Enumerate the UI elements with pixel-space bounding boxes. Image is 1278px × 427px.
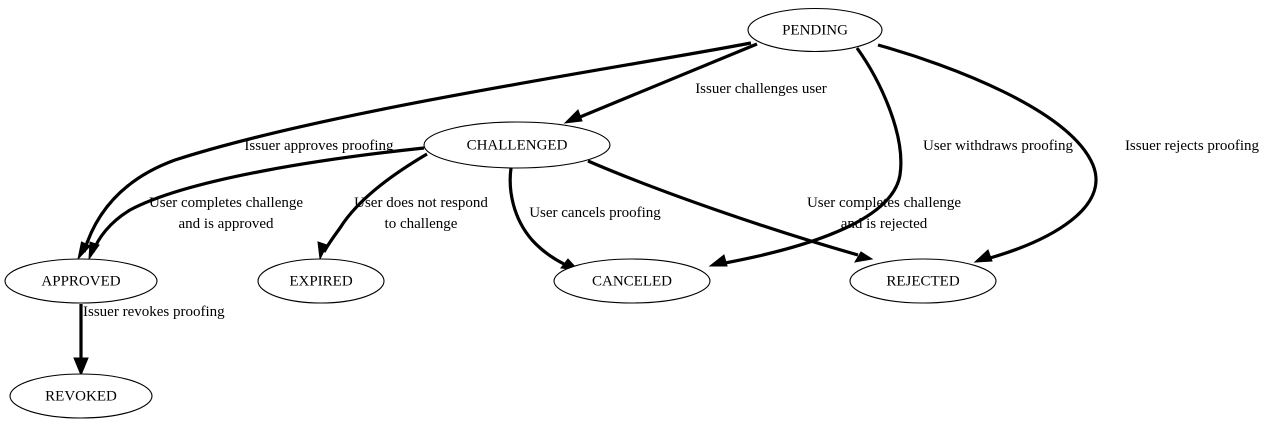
- node-challenged-ellipse: [423, 121, 611, 169]
- edge-label-issuer-revokes-proofing: Issuer revokes proofing: [83, 304, 225, 320]
- edge-pending-canceled[interactable]: User withdraws proofing: [708, 47, 1073, 267]
- edge-challenged-expired-arrowhead: [317, 241, 328, 261]
- edge-label-user-does-not-respond-line1: User does not respond: [354, 195, 488, 211]
- edge-pending-approved-arrowhead: [77, 241, 91, 261]
- node-rejected-ellipse: [849, 258, 997, 304]
- node-expired[interactable]: EXPIRED: [257, 258, 385, 304]
- node-approved-label: APPROVED: [41, 273, 120, 289]
- edge-pending-rejected-arrowhead: [973, 249, 993, 263]
- edge-label-issuer-rejects-proofing: Issuer rejects proofing: [1125, 138, 1260, 154]
- edge-label-user-completes-challenge-rejected-line2: and is rejected: [841, 216, 928, 232]
- edge-pending-challenged-path: [579, 42, 758, 119]
- node-expired-ellipse: [257, 258, 385, 304]
- node-expired-label: EXPIRED: [289, 273, 353, 289]
- edge-challenged-rejected[interactable]: User completes challenge and is rejected: [587, 159, 961, 263]
- node-approved-ellipse: [4, 258, 158, 304]
- edge-challenged-approved-path: [91, 146, 425, 253]
- node-rejected-label: REJECTED: [886, 273, 959, 289]
- edge-challenged-approved-arrowhead: [88, 241, 100, 261]
- edge-pending-rejected-path: [877, 43, 1098, 260]
- edge-pending-canceled-arrowhead: [708, 254, 728, 267]
- edge-pending-rejected[interactable]: Issuer rejects proofing: [877, 43, 1260, 263]
- node-canceled[interactable]: CANCELED: [553, 258, 711, 304]
- node-challenged[interactable]: CHALLENGED: [423, 121, 611, 169]
- node-rejected[interactable]: REJECTED: [849, 258, 997, 304]
- node-revoked-label: REVOKED: [45, 388, 117, 404]
- edge-label-user-completes-challenge-rejected-line1: User completes challenge: [807, 195, 961, 211]
- node-revoked[interactable]: REVOKED: [9, 373, 153, 419]
- node-canceled-ellipse: [553, 258, 711, 304]
- edge-label-issuer-approves-proofing: Issuer approves proofing: [244, 138, 394, 154]
- edge-pending-approved-path: [82, 41, 752, 253]
- edge-label-issuer-challenges-user: Issuer challenges user: [695, 81, 827, 97]
- edge-challenged-canceled[interactable]: User cancels proofing: [508, 167, 661, 271]
- edge-pending-challenged-arrowhead: [563, 109, 583, 124]
- edge-pending-challenged[interactable]: Issuer challenges user: [563, 42, 827, 124]
- edge-label-user-completes-challenge-approved-line2: and is approved: [179, 216, 274, 232]
- edge-label-user-does-not-respond-line2: to challenge: [385, 216, 458, 232]
- edge-approved-revoked-arrowhead: [73, 357, 89, 377]
- node-canceled-label: CANCELED: [592, 273, 672, 289]
- edge-label-user-withdraws-proofing: User withdraws proofing: [923, 138, 1073, 154]
- edge-challenged-rejected-path: [587, 159, 859, 257]
- node-pending-ellipse: [747, 7, 883, 53]
- edge-label-user-completes-challenge-approved-line1: User completes challenge: [149, 195, 303, 211]
- edge-challenged-approved[interactable]: User completes challenge and is approved: [88, 146, 425, 261]
- edge-label-user-cancels-proofing: User cancels proofing: [529, 205, 661, 221]
- node-approved[interactable]: APPROVED: [4, 258, 158, 304]
- edge-challenged-canceled-path: [508, 167, 565, 266]
- node-challenged-label: CHALLENGED: [467, 137, 568, 153]
- edge-pending-approved[interactable]: Issuer approves proofing: [77, 41, 752, 261]
- edge-challenged-expired-path: [322, 152, 428, 253]
- node-revoked-ellipse: [9, 373, 153, 419]
- edge-challenged-expired[interactable]: User does not respond to challenge: [317, 152, 488, 261]
- edge-challenged-rejected-arrowhead: [854, 251, 874, 263]
- edge-pending-canceled-path: [724, 47, 903, 265]
- edge-approved-revoked[interactable]: Issuer revokes proofing: [73, 304, 225, 377]
- node-pending-label: PENDING: [782, 22, 848, 38]
- node-pending[interactable]: PENDING: [747, 7, 883, 53]
